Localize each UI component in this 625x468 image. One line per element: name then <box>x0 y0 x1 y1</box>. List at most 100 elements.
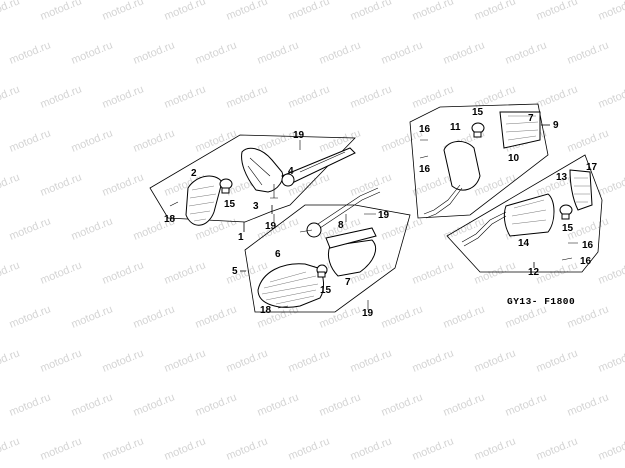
label-part-16-a: 16 <box>419 124 431 135</box>
label-part-19-c: 19 <box>378 210 390 221</box>
watermark-text: motod.ru <box>194 39 239 66</box>
watermark-text: motod.ru <box>349 435 394 462</box>
watermark-text: motod.ru <box>473 435 518 462</box>
watermark-text: motod.ru <box>70 39 115 66</box>
watermark-text: motod.ru <box>194 303 239 330</box>
watermark-text: motod.ru <box>225 0 270 23</box>
watermark-text: motod.ru <box>318 303 363 330</box>
watermark-text: motod.ru <box>473 0 518 23</box>
watermark-text: motod.ru <box>566 391 611 418</box>
lens-part-10 <box>499 111 541 149</box>
watermark-text: motod.ru <box>8 127 53 154</box>
watermark-text: motod.ru <box>535 83 580 110</box>
watermark-text: motod.ru <box>566 127 611 154</box>
watermark-text: motod.ru <box>287 435 332 462</box>
bulb-part-15-c <box>471 122 485 138</box>
housing-part-3 <box>241 147 284 193</box>
watermark-text: motod.ru <box>163 0 208 23</box>
watermark-text: motod.ru <box>318 391 363 418</box>
bulb-part-15-d <box>559 204 573 220</box>
watermark-text: motod.ru <box>39 83 84 110</box>
label-part-17-b: 7 <box>528 113 534 124</box>
label-part-1: 1 <box>238 232 244 243</box>
watermark-text: motod.ru <box>566 39 611 66</box>
watermark-text: motod.ru <box>535 259 580 286</box>
watermark-text: motod.ru <box>380 303 425 330</box>
diagram-code: GY13- F1800 <box>507 296 575 307</box>
label-part-15-b: 15 <box>320 285 332 296</box>
watermark-text: motod.ru <box>0 171 21 198</box>
lens-part-13 <box>569 169 593 211</box>
watermark-text: motod.ru <box>256 391 301 418</box>
watermark-text: motod.ru <box>39 171 84 198</box>
watermark-text: motod.ru <box>132 39 177 66</box>
watermark-text: motod.ru <box>0 347 21 374</box>
housing-part-7 <box>327 239 376 277</box>
label-part-6: 6 <box>275 249 281 260</box>
watermark-text: motod.ru <box>380 39 425 66</box>
label-part-3: 3 <box>253 201 259 212</box>
label-part-8: 8 <box>338 220 344 231</box>
watermark-text: motod.ru <box>597 171 625 198</box>
watermark-text: motod.ru <box>380 127 425 154</box>
bulb-part-15-b <box>316 264 328 278</box>
watermark-text: motod.ru <box>566 303 611 330</box>
watermark-text: motod.ru <box>163 435 208 462</box>
watermark-text: motod.ru <box>287 83 332 110</box>
watermark-text: motod.ru <box>473 259 518 286</box>
watermark-text: motod.ru <box>101 347 146 374</box>
label-part-15-c: 15 <box>472 107 484 118</box>
watermark-text: motod.ru <box>597 0 625 23</box>
watermark-text: motod.ru <box>0 259 21 286</box>
watermark-text: motod.ru <box>349 347 394 374</box>
watermark-text: motod.ru <box>163 259 208 286</box>
label-part-19-d: 19 <box>362 308 374 319</box>
watermark-text: motod.ru <box>349 83 394 110</box>
watermark-text: motod.ru <box>101 171 146 198</box>
watermark-text: motod.ru <box>349 0 394 23</box>
watermark-text: motod.ru <box>101 259 146 286</box>
label-part-19-a: 19 <box>293 130 305 141</box>
label-part-17-a: 17 <box>586 162 598 173</box>
watermark-text: motod.ru <box>8 215 53 242</box>
watermark-text: motod.ru <box>318 39 363 66</box>
watermark-text: motod.ru <box>132 391 177 418</box>
watermark-text: motod.ru <box>163 83 208 110</box>
label-part-11: 11 <box>450 122 461 133</box>
watermark-text: motod.ru <box>194 391 239 418</box>
watermark-text: motod.ru <box>597 347 625 374</box>
housing-part-11 <box>443 141 481 191</box>
watermark-text: motod.ru <box>0 0 21 23</box>
watermark-text: motod.ru <box>442 215 487 242</box>
front-left-turn-signal-assembly: 2 15 3 4 18 19 19 1 <box>149 130 356 243</box>
watermark-text: motod.ru <box>225 83 270 110</box>
watermark-text: motod.ru <box>70 127 115 154</box>
label-part-16-c: 16 <box>582 240 594 251</box>
label-part-5: 5 <box>232 266 238 277</box>
label-part-10: 10 <box>508 153 520 164</box>
watermark-text: motod.ru <box>39 0 84 23</box>
watermark-text: motod.ru <box>442 39 487 66</box>
label-part-12: 12 <box>528 267 540 278</box>
watermark-text: motod.ru <box>411 259 456 286</box>
watermark-text: motod.ru <box>504 39 549 66</box>
rear-left-turn-signal-assembly: 16 16 11 15 7 10 9 <box>409 103 559 219</box>
watermark-text: motod.ru <box>101 0 146 23</box>
watermark-text: motod.ru <box>411 347 456 374</box>
label-part-7: 7 <box>345 277 351 288</box>
label-part-18-b: 18 <box>260 305 272 316</box>
watermark-text: motod.ru <box>535 347 580 374</box>
rear-right-turn-signal-assembly: 13 17 14 15 16 16 12 <box>446 154 603 278</box>
label-part-18-a: 18 <box>164 214 176 225</box>
watermark-text: motod.ru <box>70 215 115 242</box>
watermark-text: motod.ru <box>535 0 580 23</box>
watermark-text: motod.ru <box>256 39 301 66</box>
housing-part-14 <box>503 193 555 237</box>
bracket-part-8 <box>325 227 377 249</box>
watermark-text: motod.ru <box>8 391 53 418</box>
lens-part-6 <box>257 263 324 308</box>
watermark-text: motod.ru <box>504 303 549 330</box>
label-part-2: 2 <box>191 168 197 179</box>
watermark-text: motod.ru <box>597 259 625 286</box>
label-part-14: 14 <box>518 238 530 249</box>
